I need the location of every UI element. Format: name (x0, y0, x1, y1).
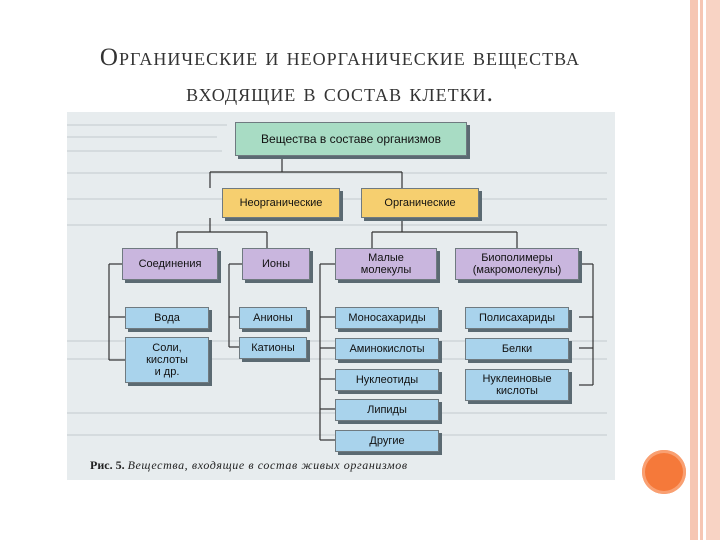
node-label: Липиды (367, 404, 407, 416)
node-amino-acids: Аминокислоты (335, 338, 439, 360)
node-organic: Органические (361, 188, 479, 218)
node-salts-acids: Соли, кислоты и др. (125, 337, 209, 383)
title-line-1: Органические и неорганические вещества (99, 44, 581, 71)
node-label: Соединения (138, 258, 202, 270)
node-compounds: Соединения (122, 248, 218, 280)
node-root: Вещества в составе организмов (235, 122, 467, 156)
diagram-connectors (108, 156, 594, 441)
node-label: и др. (154, 366, 180, 378)
node-cations: Катионы (239, 337, 307, 359)
node-ions: Ионы (242, 248, 310, 280)
node-label: Малые (368, 252, 404, 264)
node-label: Ионы (261, 258, 290, 270)
title-line-2: входящие в состав клетки. (186, 80, 494, 107)
node-biopolymers: Биополимеры (макромолекулы) (455, 248, 579, 280)
node-label: Неорганические (239, 197, 323, 209)
background-text-line (67, 172, 607, 174)
figure-caption: Рис. 5. Вещества, входящие в состав живы… (90, 458, 408, 473)
node-small-molecules: Малые молекулы (335, 248, 437, 280)
slide-title: Органические и неорганические вещества в… (40, 40, 640, 112)
caption-label: Рис. 5. (90, 458, 125, 472)
background-text-line (67, 224, 607, 226)
node-label: Вода (154, 312, 180, 324)
node-proteins: Белки (465, 338, 569, 360)
caption-text: Вещества, входящие в состав живых органи… (127, 458, 408, 472)
node-nucleotides: Нуклеотиды (335, 369, 439, 391)
node-lipids: Липиды (335, 399, 439, 421)
slide-frame-right (690, 0, 720, 540)
node-label: Аминокислоты (349, 343, 425, 355)
textbook-figure: Вещества в составе организмов Неорганиче… (67, 112, 615, 480)
node-label: молекулы (360, 264, 412, 276)
node-polysaccharides: Полисахариды (465, 307, 569, 329)
node-label: кислоты (146, 354, 188, 366)
frame-band (690, 0, 698, 540)
node-label: Анионы (253, 312, 293, 324)
node-label: Полисахариды (478, 312, 556, 324)
node-nucleic-acids: Нуклеиновые кислоты (465, 369, 569, 401)
node-label: Белки (501, 343, 533, 355)
node-label: Катионы (251, 342, 295, 354)
frame-band (700, 0, 703, 540)
background-text-line (67, 150, 222, 152)
node-anions: Анионы (239, 307, 307, 329)
node-label: Нуклеиновые (482, 373, 552, 385)
node-label: Моносахариды (348, 312, 426, 324)
node-label: Вещества в составе организмов (261, 132, 441, 146)
background-text-line (67, 136, 217, 138)
decorative-circle (642, 450, 686, 494)
node-label: Биополимеры (481, 252, 553, 264)
node-label: кислоты (496, 385, 538, 397)
background-text-line (67, 124, 227, 126)
node-inorganic: Неорганические (222, 188, 340, 218)
node-label: Соли, (152, 342, 182, 354)
node-label: Другие (369, 435, 405, 447)
node-label: Нуклеотиды (355, 374, 419, 386)
frame-band (706, 0, 720, 540)
node-label: (макромолекулы) (472, 264, 562, 276)
node-label: Органические (384, 197, 456, 209)
node-water: Вода (125, 307, 209, 329)
node-monosaccharides: Моносахариды (335, 307, 439, 329)
node-others: Другие (335, 430, 439, 452)
